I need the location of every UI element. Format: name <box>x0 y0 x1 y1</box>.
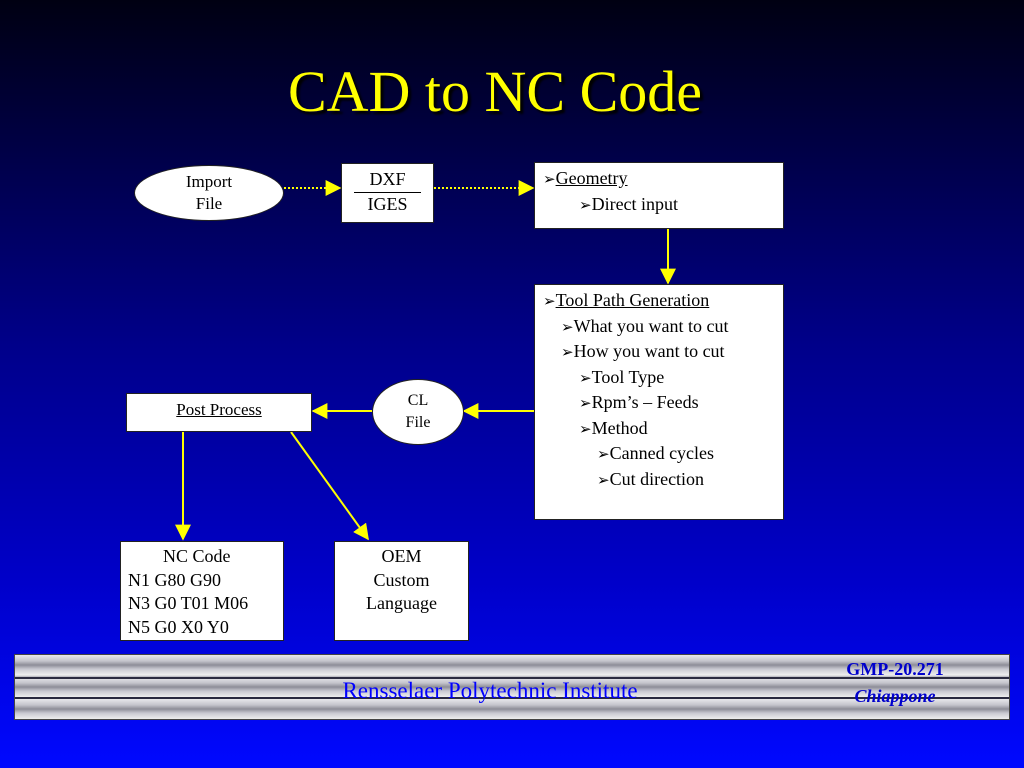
nc-code-line: N3 G0 T01 M06 <box>128 593 249 613</box>
toolpath-heading-row: ➢Tool Path Generation <box>543 289 783 315</box>
arrowhead-bullet-icon: ➢ <box>597 447 610 463</box>
nc-code-node: NC Code N1 G80 G90 N3 G0 T01 M06 N5 G0 X… <box>120 541 284 641</box>
toolpath-node: ➢Tool Path Generation ➢What you want to … <box>534 284 784 520</box>
toolpath-item: ➢Tool Type <box>543 366 783 392</box>
post-process-label: Post Process <box>176 400 262 419</box>
geometry-heading: Geometry <box>555 168 628 188</box>
toolpath-item: ➢Cut direction <box>543 468 783 494</box>
import-file-line-1: Import <box>185 172 233 191</box>
toolpath-item-label: What you want to cut <box>573 315 729 336</box>
toolpath-item-label: Rpm’s – Feeds <box>591 392 699 412</box>
geometry-heading-row: ➢Geometry <box>543 167 783 193</box>
geometry-item-label: Direct input <box>591 193 679 214</box>
toolpath-item: ➢How you want to cut <box>543 340 783 366</box>
nc-code-line: N5 G0 X0 Y0 <box>128 616 229 637</box>
arrowhead-bullet-icon: ➢ <box>579 421 592 438</box>
toolpath-item: ➢What you want to cut <box>543 315 783 341</box>
oem-language-node: OEM Custom Language <box>334 541 469 641</box>
footer-divider <box>15 697 1009 699</box>
cl-file-node: CL File <box>372 379 464 445</box>
arrowhead-bullet-icon: ➢ <box>597 472 610 489</box>
oem-line: OEM <box>381 546 422 566</box>
arrowhead-bullet-icon: ➢ <box>561 319 574 336</box>
arrowhead-bullet-icon: ➢ <box>579 370 592 387</box>
toolpath-item: ➢Rpm’s – Feeds <box>543 391 783 417</box>
footer-divider <box>15 677 1009 679</box>
institute-name: Rensselaer Polytechnic Institute <box>342 678 638 703</box>
slide-title: CAD to NC Code <box>287 59 703 124</box>
arrowhead-bullet-icon: ➢ <box>579 396 592 412</box>
file-format-node: DXF IGES <box>341 163 434 223</box>
footer-bar <box>14 654 1010 720</box>
arrowhead-bullet-icon: ➢ <box>543 294 556 310</box>
arrowhead-bullet-icon: ➢ <box>561 345 574 361</box>
geometry-node: ➢Geometry ➢Direct input <box>534 162 784 229</box>
author-name: Chiappone <box>854 686 936 706</box>
toolpath-item-label: Cut direction <box>609 468 705 489</box>
post-process-node: Post Process <box>126 393 312 432</box>
format-iges: IGES <box>367 193 408 214</box>
nc-code-line: N1 G80 G90 <box>128 569 221 590</box>
geometry-item: ➢Direct input <box>543 193 783 219</box>
oem-line: Custom <box>373 569 430 590</box>
arrowhead-bullet-icon: ➢ <box>543 172 556 188</box>
oem-line: Language <box>366 593 437 613</box>
course-code: GMP-20.271 <box>846 659 944 679</box>
cl-file-line-1: CL <box>407 392 429 409</box>
import-file-node: Import File <box>134 165 284 221</box>
toolpath-heading: Tool Path Generation <box>555 290 710 310</box>
post-to-oem-arrow <box>290 431 369 541</box>
nc-code-heading: NC Code <box>163 546 231 566</box>
toolpath-item-label: Canned cycles <box>609 443 715 463</box>
toolpath-item-label: How you want to cut <box>573 341 725 361</box>
arrowhead-bullet-icon: ➢ <box>579 197 592 214</box>
toolpath-item: ➢Canned cycles <box>543 442 783 468</box>
import-file-line-2: File <box>195 194 223 213</box>
toolpath-item: ➢Method <box>543 417 783 443</box>
format-dxf: DXF <box>354 168 421 193</box>
cl-file-line-2: File <box>405 414 431 431</box>
toolpath-item-label: Method <box>591 417 648 438</box>
toolpath-item-label: Tool Type <box>591 366 665 387</box>
